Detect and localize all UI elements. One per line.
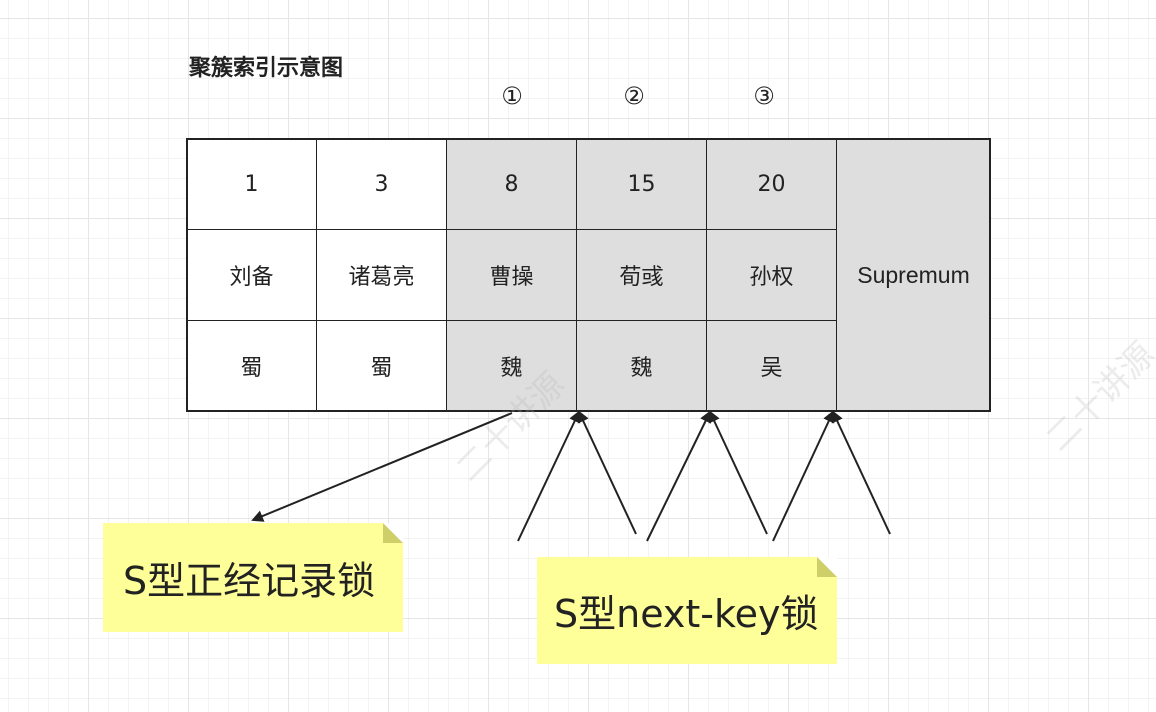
record-20-name: 孙权 <box>706 229 837 321</box>
next-key-arrow-1b <box>577 410 637 535</box>
gap-marker-3: ③ <box>753 82 775 110</box>
record-3-kingdom: 蜀 <box>316 320 447 412</box>
record-lock-arrow <box>251 412 513 522</box>
next-key-arrow-1a <box>517 410 581 542</box>
record-20-kingdom: 吴 <box>706 320 837 412</box>
supremum-record: Supremum <box>836 138 991 412</box>
gap-marker-2: ② <box>623 82 645 110</box>
record-3-name: 诸葛亮 <box>316 229 447 321</box>
next-key-arrow-3a <box>772 410 835 542</box>
note-fold-corner <box>817 557 837 577</box>
next-key-lock-note-text: S型next-key锁 <box>554 592 819 636</box>
record-lock-note-text: S型正经记录锁 <box>123 559 376 603</box>
note-fold-corner <box>383 523 403 543</box>
record-1-kingdom: 蜀 <box>186 320 317 412</box>
record-20-id: 20 <box>706 138 837 230</box>
next-key-arrow-2a <box>646 410 712 542</box>
record-lock-note: S型正经记录锁 <box>103 523 403 632</box>
record-15-id: 15 <box>576 138 707 230</box>
diagram-title: 聚簇索引示意图 <box>189 56 344 81</box>
clustered-index-table: 1 刘备 蜀 3 诸葛亮 蜀 8 曹操 魏 15 荀彧 魏 20 孙权 吴 Su… <box>186 138 991 412</box>
next-key-lock-note: S型next-key锁 <box>537 557 837 664</box>
record-8-kingdom: 魏 <box>446 320 577 412</box>
next-key-arrow-3b <box>831 410 891 535</box>
gap-marker-1: ① <box>501 82 523 110</box>
next-key-arrow-2b <box>708 410 768 535</box>
